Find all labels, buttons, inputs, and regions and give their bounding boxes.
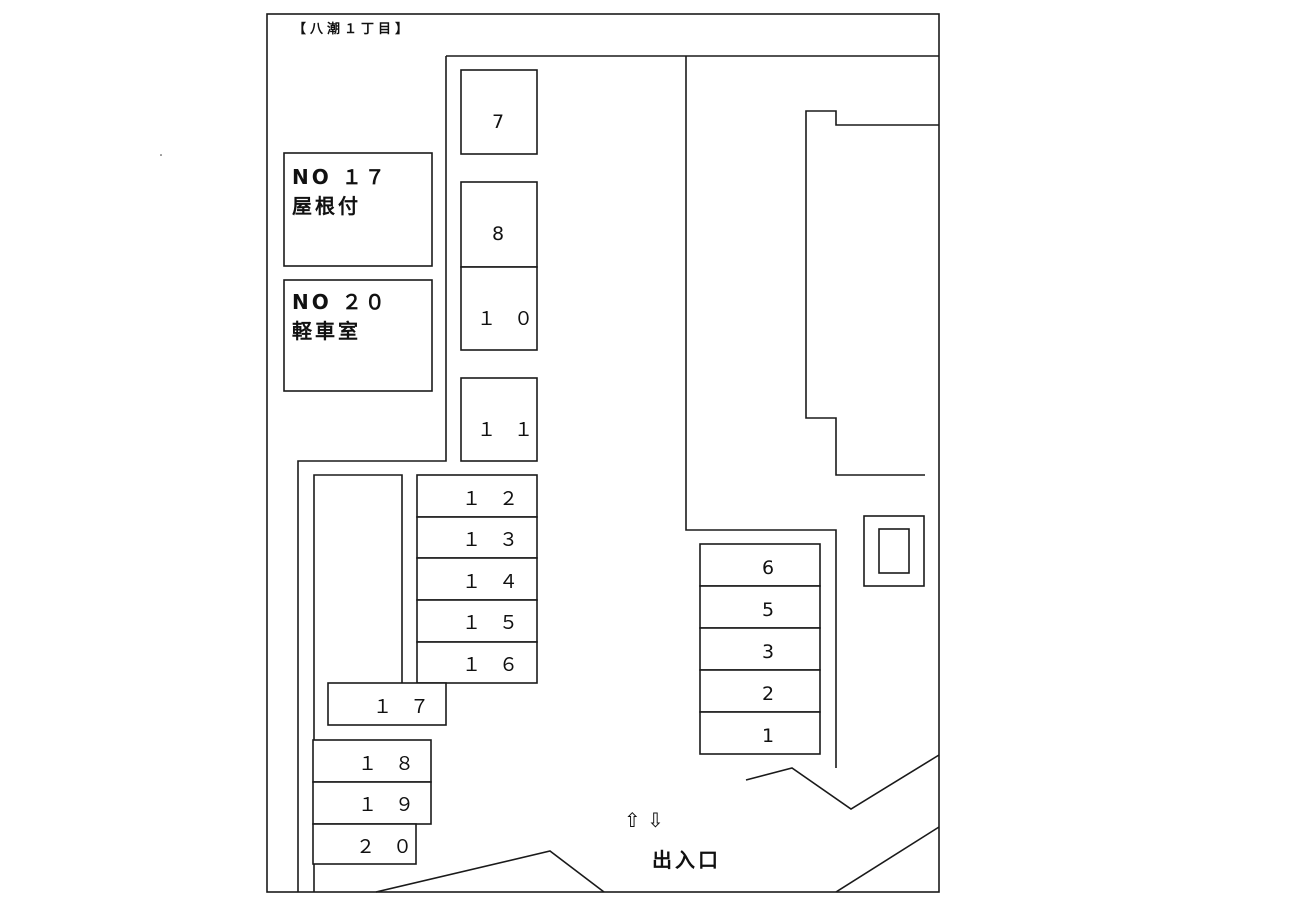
entrance-label: 出入口: [652, 848, 721, 872]
space-label-1: 1: [762, 725, 780, 747]
space-14[interactable]: [416, 557, 538, 601]
space-20[interactable]: [312, 823, 417, 865]
space-10[interactable]: [460, 266, 538, 351]
space-label-3: 3: [762, 641, 780, 663]
space-16[interactable]: [416, 641, 538, 684]
space-1[interactable]: [699, 711, 821, 755]
space-label-2: 2: [762, 683, 780, 705]
space-label-12: １ ２: [462, 488, 524, 510]
note-17-line2: 屋根付: [292, 194, 361, 218]
note-20-line2: 軽車室: [292, 319, 361, 343]
space-12[interactable]: [416, 474, 538, 518]
space-13[interactable]: [416, 516, 538, 559]
note-box-20: [283, 279, 433, 392]
road-edge-2: [835, 826, 940, 893]
space-label-16: １ ６: [462, 654, 524, 676]
space-6[interactable]: [699, 543, 821, 587]
space-label-19: １ ９: [358, 794, 420, 816]
space-label-11: １ １: [477, 419, 539, 441]
space-label-8: 8: [492, 223, 510, 245]
space-2[interactable]: [699, 669, 821, 713]
space-7[interactable]: [460, 69, 538, 155]
parking-spaces: 7 8 １ ０ １ １ １ ２ １ ３ １ ４ １ ５ １ ６ １ ７ １ ８ …: [312, 69, 821, 865]
space-label-15: １ ５: [462, 612, 524, 634]
entrance-arrows-icon: ⇧ ⇩: [624, 808, 664, 832]
space-label-20: ２ ０: [356, 836, 418, 858]
space-label-10: １ ０: [477, 308, 539, 330]
space-label-17: １ ７: [373, 696, 435, 718]
space-label-5: 5: [762, 599, 780, 621]
note-20-line1: NO ２０: [292, 290, 388, 314]
building-outline: [685, 56, 837, 768]
note-17-line1: NO １７: [292, 165, 388, 189]
space-label-6: 6: [762, 557, 780, 579]
utility-box-outer: [863, 515, 925, 587]
space-label-13: １ ３: [462, 529, 524, 551]
left-inner-strip: [313, 474, 403, 892]
space-15[interactable]: [416, 599, 538, 643]
space-19[interactable]: [312, 781, 432, 825]
space-17[interactable]: [327, 682, 447, 726]
space-3[interactable]: [699, 627, 821, 671]
space-label-18: １ ８: [358, 753, 420, 775]
road-edge-1: [745, 754, 940, 810]
space-8[interactable]: [460, 181, 538, 268]
left-structure-line: [297, 56, 447, 892]
note-box-17: [283, 152, 433, 267]
road-edge-3: [375, 850, 605, 893]
site-title: 【八潮１丁目】: [293, 21, 412, 37]
space-label-14: １ ４: [462, 571, 524, 593]
building-notch: [805, 110, 939, 476]
utility-box-inner: [878, 528, 910, 574]
space-label-7: 7: [492, 111, 510, 133]
space-5[interactable]: [699, 585, 821, 629]
space-11[interactable]: [460, 377, 538, 462]
speck-dot: [160, 154, 162, 156]
